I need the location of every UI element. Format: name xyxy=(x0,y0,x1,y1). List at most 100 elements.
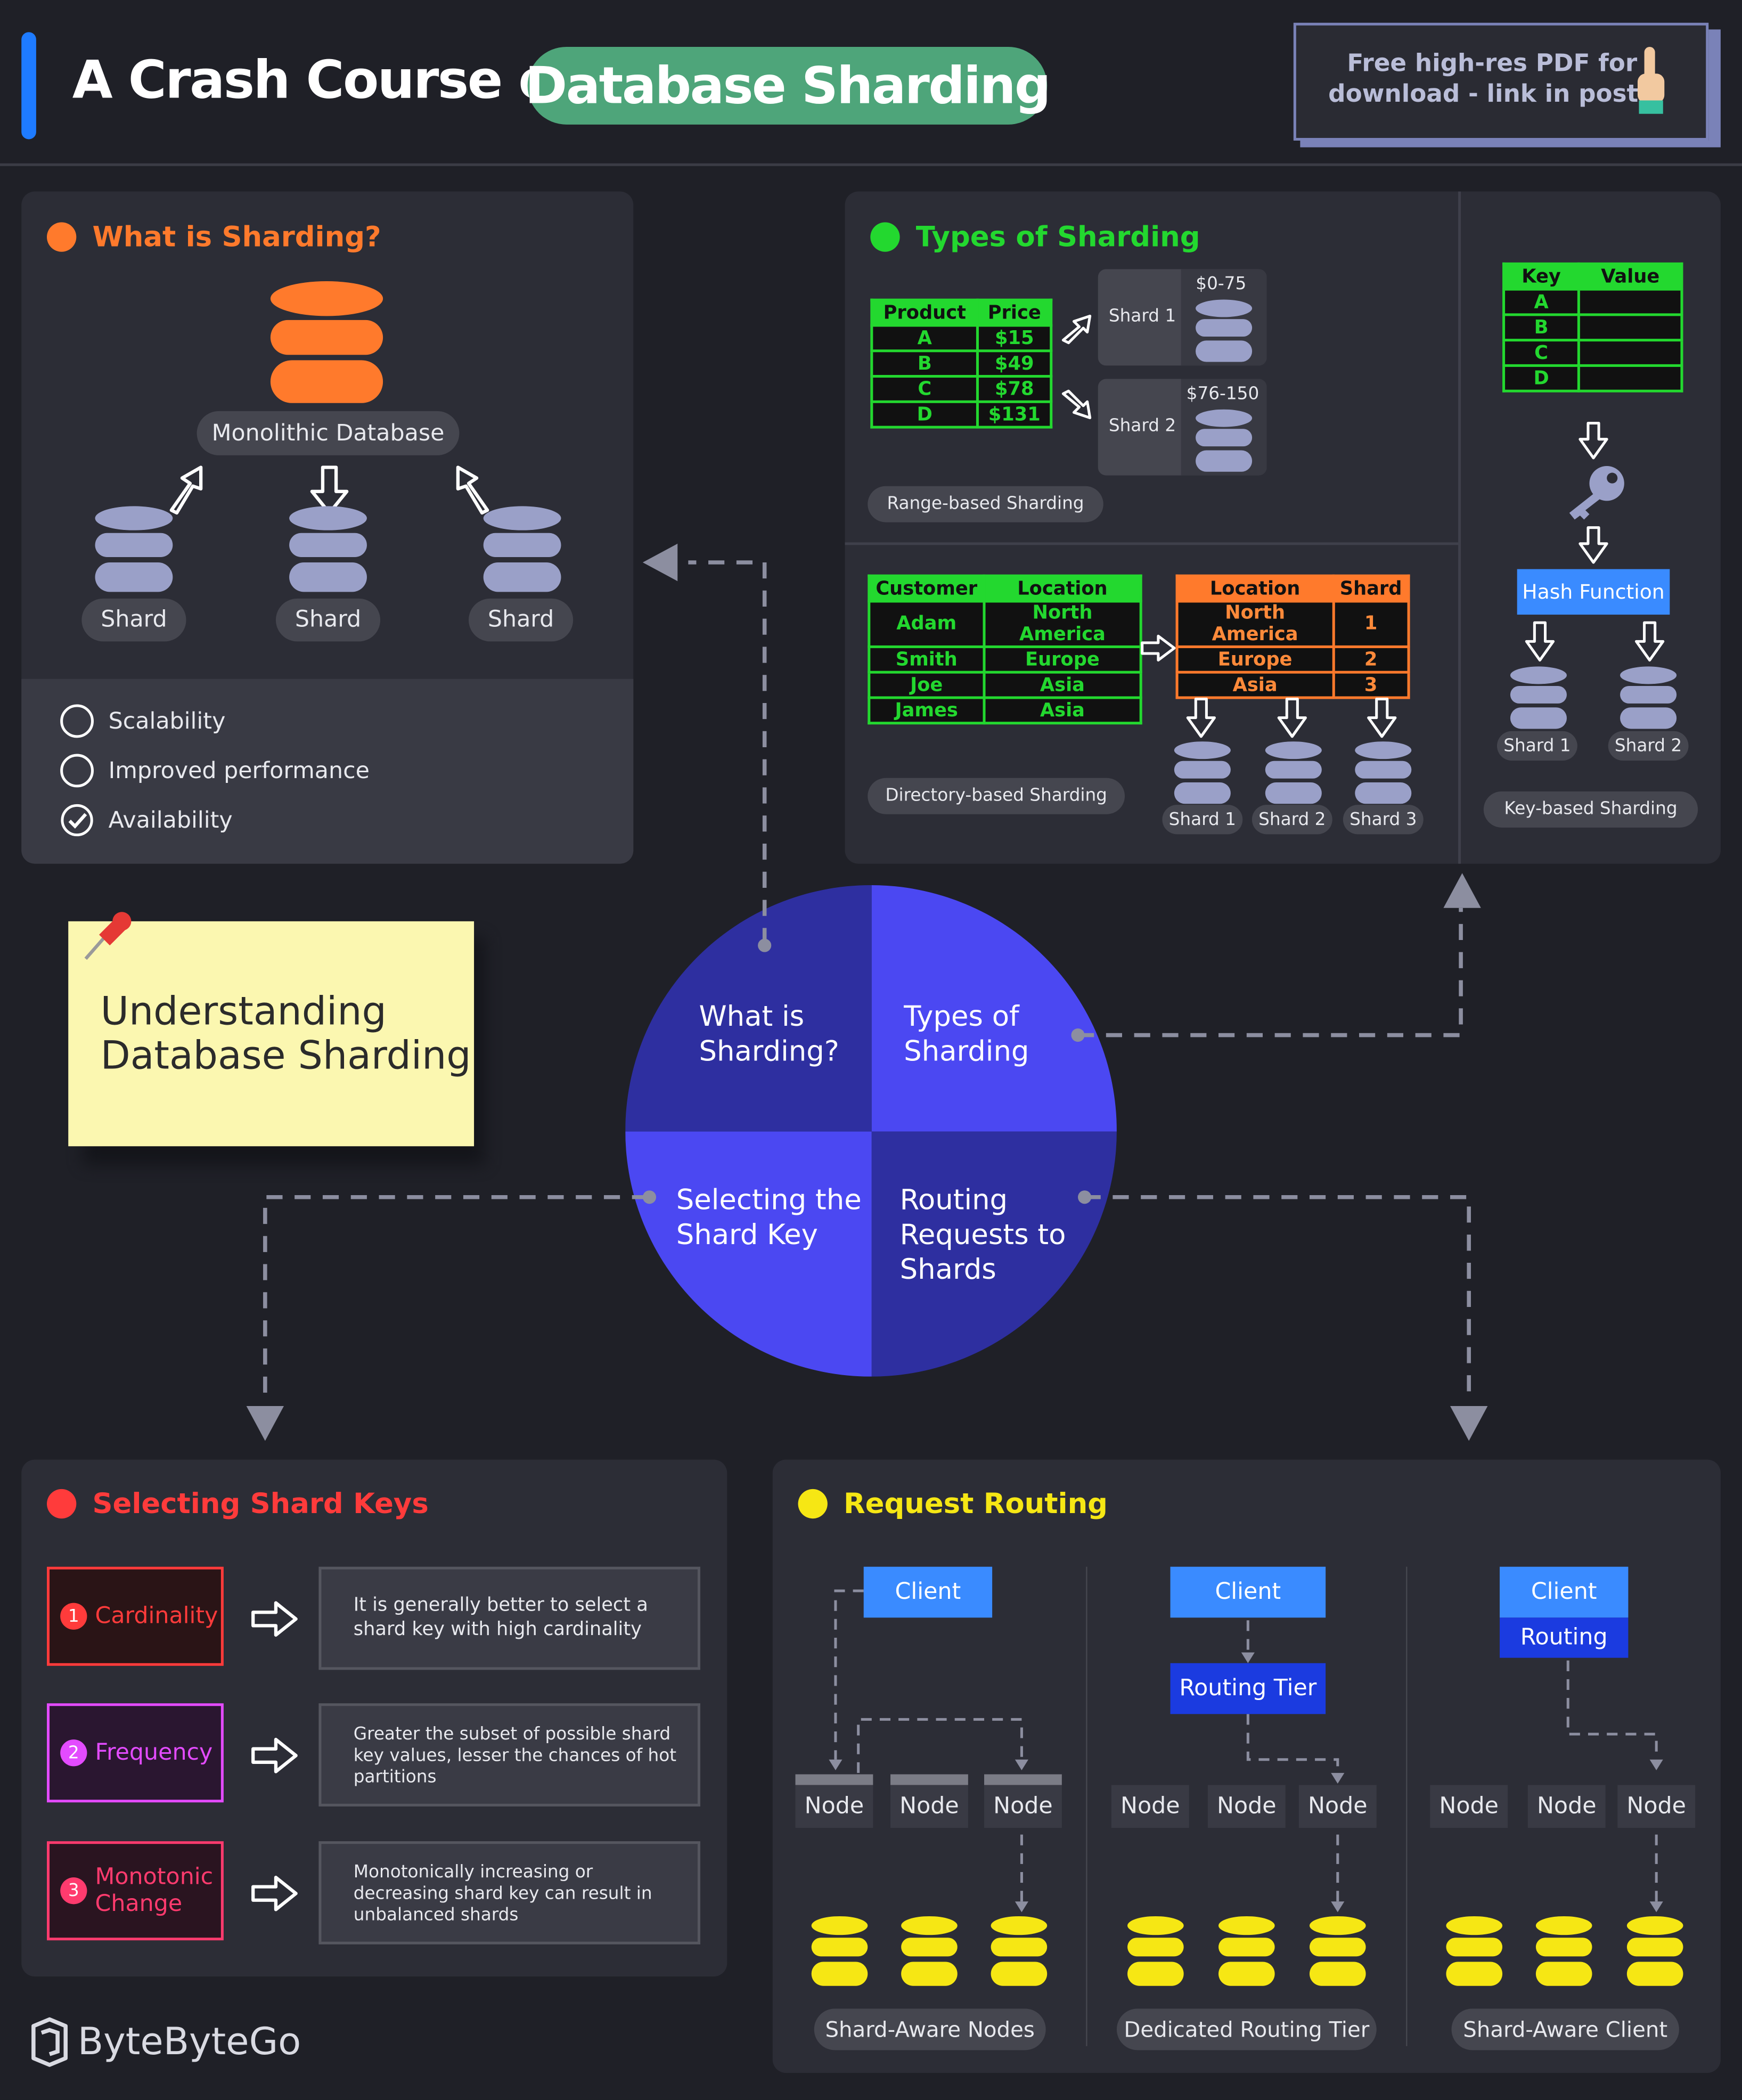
directory-based-caption: Directory-based Sharding xyxy=(868,778,1125,814)
range-shard-2-label: Shard 2 xyxy=(1108,416,1176,437)
number-badge: 1 xyxy=(60,1603,87,1630)
key-based-caption: Key-based Sharding xyxy=(1483,791,1698,828)
right-arrow-icon xyxy=(251,1737,298,1774)
client-box: Client xyxy=(1500,1566,1629,1618)
shard-database-icon xyxy=(289,506,367,592)
empty-circle-icon xyxy=(60,754,94,788)
pointing-up-hand-icon xyxy=(1637,47,1665,114)
page-title-prefix: A Crash Course on xyxy=(72,51,590,111)
node-box: Node xyxy=(1430,1785,1508,1828)
shard-database-icon xyxy=(1510,666,1567,729)
routing-tier-box: Routing Tier xyxy=(1170,1663,1326,1714)
green-dot-icon xyxy=(870,222,900,252)
page-title-highlight: Database Sharding xyxy=(525,56,1051,116)
page-title-highlight-pill: Database Sharding xyxy=(525,47,1051,125)
shard-database-icon xyxy=(1174,741,1231,804)
promo-line-1: Free high-res PDF for xyxy=(1347,50,1638,78)
down-arrow-icon xyxy=(1579,526,1608,564)
directory-shard-label: Shard 1 xyxy=(1162,805,1243,835)
range-based-caption: Range-based Sharding xyxy=(868,486,1103,522)
split-arrows-icon xyxy=(169,465,489,515)
request-routing-title: Request Routing xyxy=(798,1488,1108,1520)
node-box: Node xyxy=(1617,1785,1696,1828)
shard-database-icon xyxy=(1196,299,1253,362)
directory-shard-label: Shard 2 xyxy=(1252,805,1332,835)
red-dot-icon xyxy=(47,1489,77,1519)
routing-connector-lines xyxy=(829,1589,1663,1913)
number-badge: 2 xyxy=(60,1739,87,1767)
hash-down-arrows-icon xyxy=(1525,621,1665,662)
monolithic-database-label: Monolithic Database xyxy=(197,411,460,455)
node-highlight-bar xyxy=(890,1774,968,1785)
benefit-scalability: Scalability xyxy=(60,704,225,738)
sticky-note-line-1: Understanding xyxy=(100,988,387,1034)
shard-database-icon xyxy=(483,506,561,592)
benefits-band xyxy=(21,679,634,864)
node-box: Node xyxy=(1207,1785,1286,1828)
sticky-note: Understanding Database Sharding xyxy=(68,921,475,1147)
routing-caption-shard-aware-client: Shard-Aware Client xyxy=(1451,2008,1679,2050)
shard-database-icon xyxy=(95,506,173,592)
yellow-database-icons xyxy=(811,1916,1683,1986)
selecting-shard-keys-title: Selecting Shard Keys xyxy=(47,1488,429,1520)
shard-label: Shard xyxy=(469,598,574,642)
check-circle-icon xyxy=(61,804,93,837)
shard-key-criterion-cardinality: 1 Cardinality xyxy=(47,1566,224,1666)
shard-database-icon xyxy=(1620,666,1677,729)
client-box: Client xyxy=(1170,1566,1326,1618)
node-box: Node xyxy=(984,1785,1062,1828)
node-box: Node xyxy=(1298,1785,1377,1828)
right-arrow-icon xyxy=(251,1601,298,1637)
what-is-sharding-title: What is Sharding? xyxy=(47,221,381,253)
routing-box: Routing xyxy=(1500,1617,1629,1658)
number-badge: 3 xyxy=(60,1877,87,1905)
routing-column-divider xyxy=(1086,1566,1087,2046)
benefit-availability: Availability xyxy=(60,804,233,837)
types-divider-horizontal xyxy=(845,542,1460,545)
node-box: Node xyxy=(890,1785,968,1828)
key-shard-label: Shard 1 xyxy=(1496,731,1577,761)
types-of-sharding-title: Types of Sharding xyxy=(870,221,1200,253)
types-divider-vertical xyxy=(1458,191,1461,864)
range-shard-2-range: $76-150 xyxy=(1186,384,1260,405)
orange-dot-icon xyxy=(47,222,77,252)
hash-function-box: Hash Function xyxy=(1517,569,1670,615)
bytebytego-logo-icon xyxy=(31,2017,68,2067)
shard-database-icon xyxy=(1196,409,1253,472)
benefit-improved-performance: Improved performance xyxy=(60,754,370,788)
shard-label: Shard xyxy=(81,598,186,642)
shard-label: Shard xyxy=(275,598,381,642)
client-box: Client xyxy=(863,1566,993,1618)
routing-column-divider xyxy=(1406,1566,1408,2046)
directory-arrow-icon xyxy=(1141,634,1176,662)
routing-caption-dedicated-routing-tier: Dedicated Routing Tier xyxy=(1116,2008,1377,2050)
promo-line-2: download - link in post xyxy=(1328,80,1639,109)
promo-box[interactable]: Free high-res PDF for download - link in… xyxy=(1293,22,1709,141)
key-icon xyxy=(1569,465,1624,520)
range-shard-1-label: Shard 1 xyxy=(1108,306,1176,327)
range-arrows-icon xyxy=(1061,314,1092,419)
brand-name: ByteByteGo xyxy=(77,2019,301,2064)
shard-database-icon xyxy=(1265,741,1322,804)
empty-circle-icon xyxy=(60,704,94,738)
yellow-dot-icon xyxy=(798,1489,828,1519)
shard-key-criterion-frequency: 2 Frequency xyxy=(47,1703,224,1803)
routing-caption-shard-aware-nodes: Shard-Aware Nodes xyxy=(814,2008,1046,2050)
node-box: Node xyxy=(795,1785,873,1828)
shard-database-icon xyxy=(1355,741,1412,804)
directory-down-arrows-icon xyxy=(1186,697,1397,738)
what-is-sharding-panel: What is Sharding? Monolithic Database Sh… xyxy=(21,191,634,864)
monolithic-database-icon xyxy=(270,281,383,403)
shard-key-criterion-monotonic-change: 3 Monotonic Change xyxy=(47,1841,224,1941)
node-highlight-bar xyxy=(984,1774,1062,1785)
header-divider xyxy=(0,163,1742,166)
